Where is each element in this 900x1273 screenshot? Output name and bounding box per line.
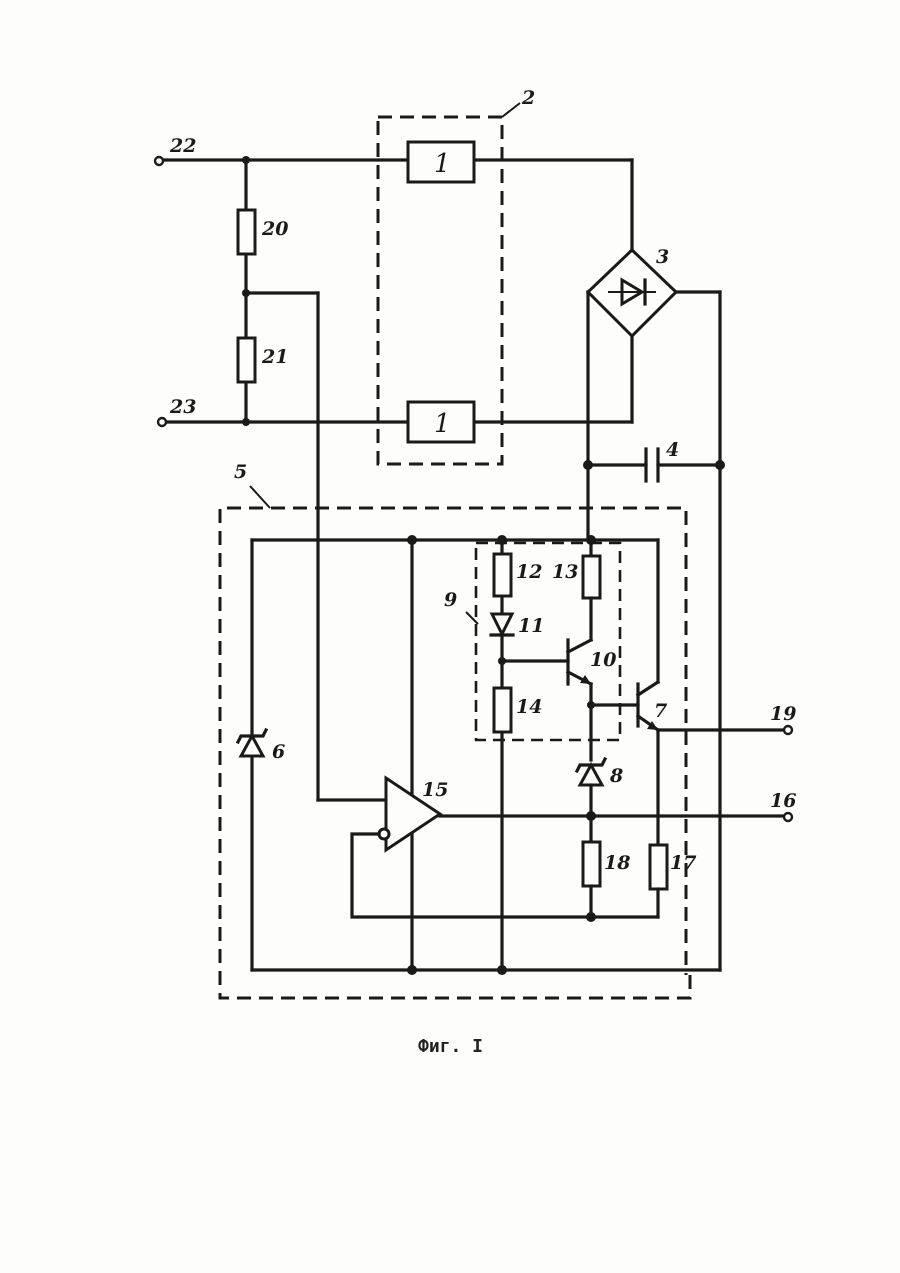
- terminal-22: [155, 157, 163, 165]
- label-22: 22: [169, 135, 196, 157]
- label-19: 19: [770, 703, 796, 725]
- resistor-13: [583, 556, 600, 598]
- diode-11: [492, 614, 512, 634]
- block-2-leader: [502, 103, 520, 117]
- label-2: 2: [521, 87, 535, 109]
- label-17: 17: [670, 852, 696, 874]
- resistor-20: [238, 210, 255, 254]
- terminal-23: [158, 418, 166, 426]
- label-5: 5: [234, 461, 247, 483]
- label-16: 16: [770, 790, 796, 812]
- label-block-1-bottom: 1: [434, 409, 451, 439]
- resistor-17: [650, 845, 667, 889]
- resistor-12: [494, 554, 511, 596]
- label-21: 21: [261, 346, 288, 368]
- label-block-1-top: 1: [434, 149, 451, 179]
- label-4: 4: [666, 439, 679, 461]
- terminal-16: [784, 813, 792, 821]
- label-10: 10: [590, 649, 616, 671]
- label-11: 11: [518, 615, 544, 637]
- transistor-7-collector: [638, 682, 658, 695]
- label-18: 18: [604, 852, 630, 874]
- label-7: 7: [654, 700, 667, 722]
- label-15: 15: [422, 779, 448, 801]
- zener-diode-8: [580, 765, 602, 785]
- zener-diode-6: [241, 736, 263, 756]
- label-14: 14: [516, 696, 542, 718]
- resistor-18: [583, 842, 600, 886]
- label-12: 12: [516, 561, 542, 583]
- wire-feedback: [352, 834, 658, 917]
- label-6: 6: [272, 741, 285, 763]
- transistor-10-collector: [568, 640, 591, 652]
- resistor-14: [494, 688, 511, 732]
- label-23: 23: [169, 396, 196, 418]
- terminal-19: [784, 726, 792, 734]
- unit-5-leader: [250, 486, 270, 508]
- resistor-21: [238, 338, 255, 382]
- label-3: 3: [656, 246, 669, 268]
- label-9: 9: [444, 589, 457, 611]
- label-13: 13: [552, 561, 578, 583]
- label-8: 8: [609, 765, 623, 787]
- figure-caption: Фиг. I: [418, 1036, 483, 1057]
- label-20: 20: [261, 218, 288, 240]
